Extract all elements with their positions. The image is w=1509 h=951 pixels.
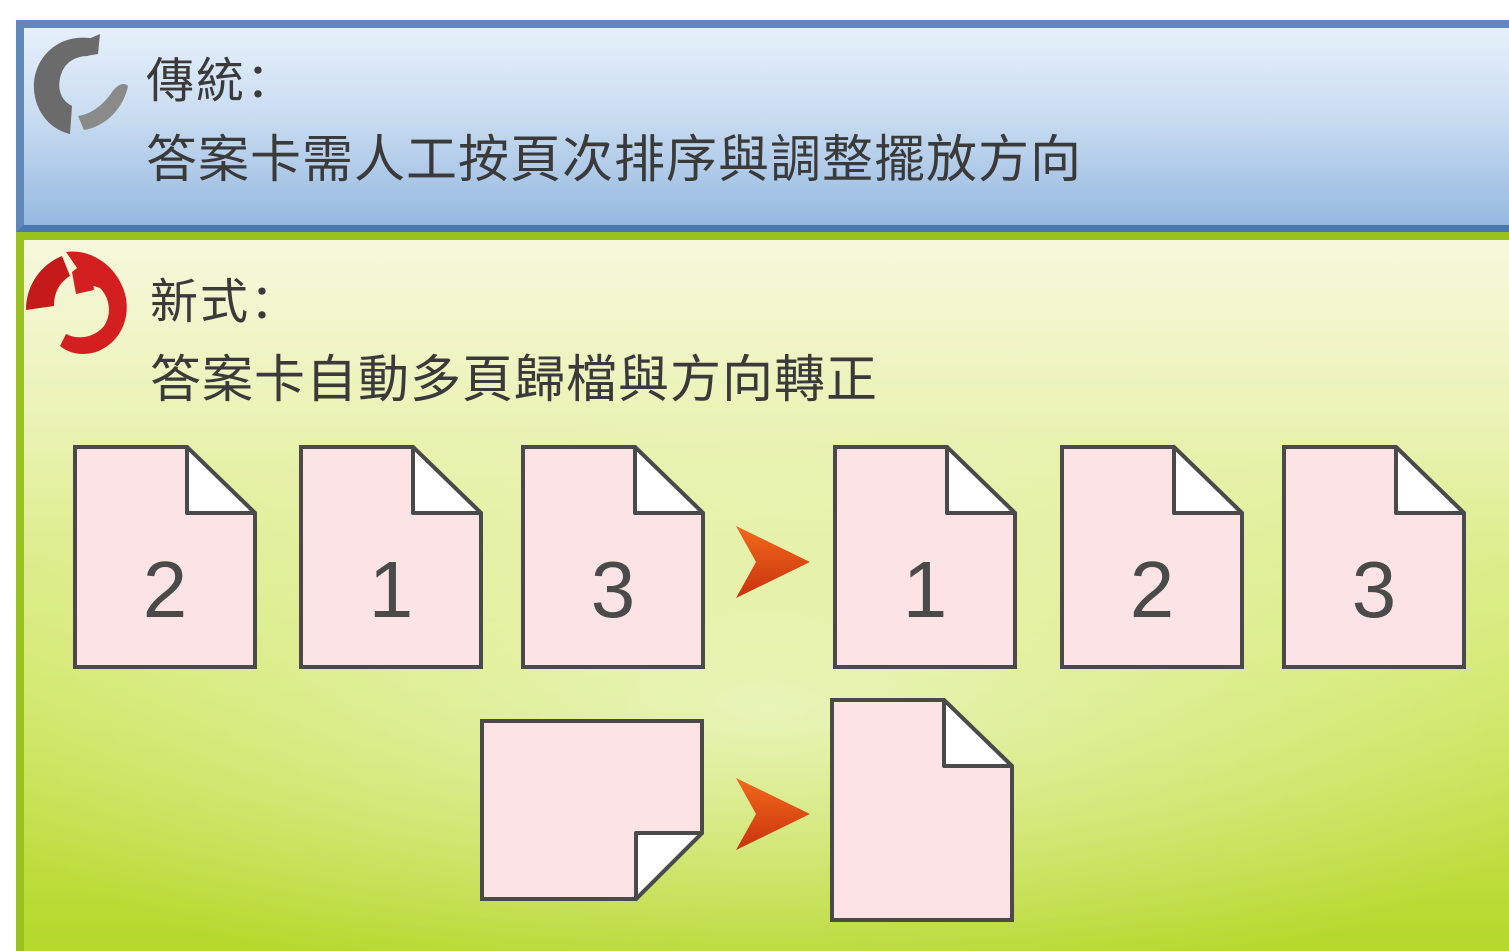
orientation-arrow-icon — [736, 778, 810, 850]
page-upright — [830, 698, 1014, 922]
new-method-heading: 新式： — [150, 274, 301, 330]
traditional-heading: 傳統： — [146, 53, 297, 109]
page-after-1: 1 — [833, 445, 1017, 669]
infographic-frame: 傳統： 答案卡需人工按頁次排序與調整擺放方向 新式： 答案卡自動多頁歸檔與方向轉… — [16, 20, 1509, 951]
new-method-description: 答案卡自動多頁歸檔與方向轉正 — [150, 351, 879, 410]
page-before-1: 2 — [73, 445, 257, 669]
page-after-2: 2 — [1060, 445, 1244, 669]
page-fold — [185, 445, 257, 515]
page-number: 3 — [591, 545, 636, 634]
sort-arrow-icon — [736, 526, 810, 598]
thumbs-up-icon — [26, 251, 127, 354]
page-sorting-diagram: 2 1 3 1 — [73, 445, 1466, 922]
thumbs-down-icon — [33, 34, 128, 134]
page-number: 2 — [143, 545, 188, 634]
page-number: 1 — [903, 545, 948, 634]
page-number: 3 — [1352, 545, 1397, 634]
page-number: 1 — [369, 545, 414, 634]
page-after-3: 3 — [1282, 445, 1466, 669]
page-before-3: 3 — [521, 445, 705, 669]
page-number: 2 — [1130, 545, 1175, 634]
traditional-panel — [16, 20, 1509, 232]
page-rotated — [480, 719, 704, 901]
traditional-description: 答案卡需人工按頁次排序與調整擺放方向 — [146, 131, 1083, 190]
page-before-2: 1 — [299, 445, 483, 669]
